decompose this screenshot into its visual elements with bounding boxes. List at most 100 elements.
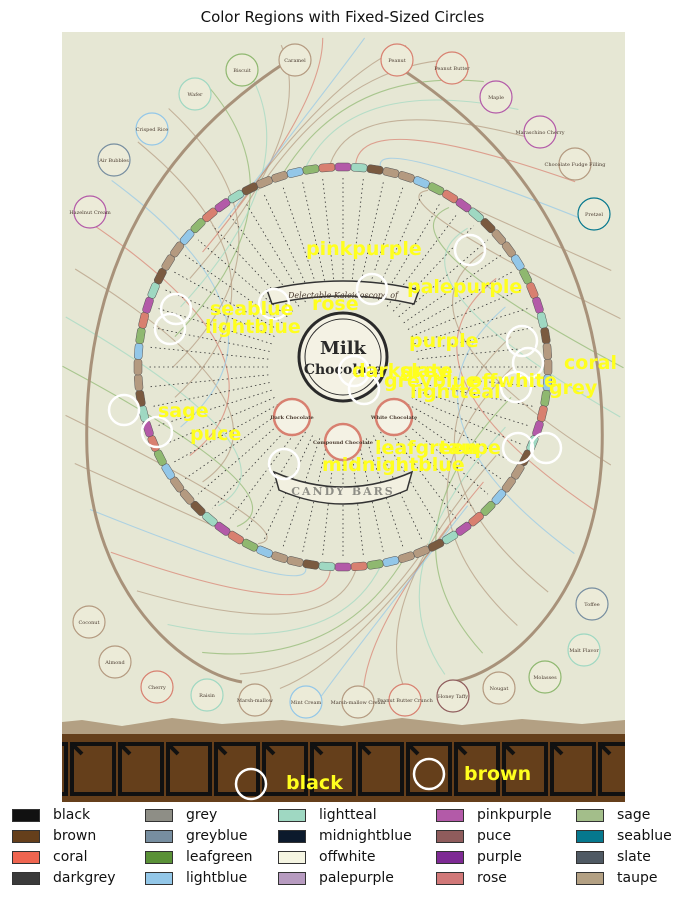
legend-label: slate bbox=[617, 849, 651, 865]
region-label-sage: sage bbox=[158, 400, 209, 422]
fixed-circle bbox=[412, 757, 446, 791]
legend-swatch bbox=[436, 871, 464, 885]
legend-item-palepurple: palepurple bbox=[278, 868, 394, 888]
chocolate-type-label: White Chocolate bbox=[370, 415, 417, 421]
legend-item-grey: grey bbox=[145, 805, 217, 825]
ingredient-label: Malt Flavor bbox=[569, 648, 599, 654]
ingredient-label: Coconut bbox=[78, 620, 99, 626]
ingredient-label: Nougat bbox=[490, 686, 509, 692]
legend-swatch bbox=[436, 850, 464, 864]
candy-bar-pill bbox=[526, 282, 539, 299]
ingredient-bubble bbox=[190, 678, 224, 712]
candy-bar-pill bbox=[133, 374, 144, 392]
ingredient-bubble bbox=[140, 670, 174, 704]
ingredient-label: Peanut Butter Crunch bbox=[377, 698, 433, 704]
legend-label: palepurple bbox=[319, 870, 394, 886]
fixed-circle bbox=[505, 324, 539, 358]
candy-bar-pill bbox=[382, 167, 400, 178]
candy-bar-pill bbox=[366, 559, 384, 570]
center-text-milk: Milk bbox=[320, 338, 367, 359]
legend-label: seablue bbox=[617, 828, 672, 844]
ingredient-label: Maple bbox=[488, 95, 504, 101]
candy-bar-pill bbox=[271, 171, 288, 183]
fixed-circle bbox=[257, 287, 291, 321]
chocolate-type-label: Dark Chocolate bbox=[270, 415, 313, 421]
fixed-circle bbox=[234, 767, 268, 801]
legend-label: coral bbox=[53, 849, 88, 865]
candy-bar-pill bbox=[413, 176, 430, 189]
ingredient-bubble bbox=[575, 587, 609, 621]
ingredient-bubble bbox=[135, 112, 169, 146]
fixed-circle bbox=[529, 431, 563, 465]
region-label-brown: brown bbox=[464, 763, 532, 785]
ingredient-label: Raisin bbox=[199, 693, 216, 699]
legend-swatch bbox=[278, 850, 306, 864]
candy-bar-pill bbox=[532, 296, 544, 314]
header-text: Delectable Kaleidoscope of bbox=[287, 291, 400, 300]
region-label-lightblue: lightblue bbox=[205, 316, 301, 338]
legend-label: lightblue bbox=[186, 870, 248, 886]
candy-bar-pill bbox=[350, 561, 368, 572]
chocolate-type-circle bbox=[374, 397, 414, 437]
candy-bar-ring bbox=[133, 162, 553, 572]
ingredient-bubble bbox=[567, 633, 601, 667]
fixed-circle bbox=[499, 370, 533, 404]
candy-bar-pill bbox=[256, 545, 273, 558]
legend-item-coral: coral bbox=[12, 847, 88, 867]
legend-swatch bbox=[145, 871, 173, 885]
fixed-circle bbox=[337, 354, 371, 388]
legend-label: purple bbox=[477, 849, 522, 865]
legend-label: darkgrey bbox=[53, 870, 116, 886]
legend-item-lightteal: lightteal bbox=[278, 805, 377, 825]
candy-bar-pill bbox=[302, 164, 320, 175]
legend-item-puce: puce bbox=[436, 826, 511, 846]
legend-swatch bbox=[576, 871, 604, 885]
legend-swatch bbox=[576, 808, 604, 822]
milk-chocolate-circle bbox=[297, 311, 389, 403]
ingredient-label: Biscuit bbox=[233, 68, 250, 74]
legend-label: greyblue bbox=[186, 828, 248, 844]
legend-item-offwhite: offwhite bbox=[278, 847, 376, 867]
header-ribbon bbox=[266, 280, 420, 305]
candy-bar-pill bbox=[133, 358, 143, 376]
figure-title: Color Regions with Fixed-Sized Circles bbox=[200, 8, 485, 26]
candy-bar-pill bbox=[398, 551, 415, 563]
candy-bar-pill bbox=[334, 562, 352, 572]
legend-item-rose: rose bbox=[436, 868, 507, 888]
fixed-circle bbox=[140, 415, 174, 449]
ingredient-bubble bbox=[238, 683, 272, 717]
region-label-puce: puce bbox=[190, 423, 242, 445]
candy-bar-pill bbox=[318, 162, 336, 173]
ingredient-label: Toffee bbox=[584, 602, 599, 608]
legend-swatch bbox=[12, 808, 40, 822]
legend-item-greyblue: greyblue bbox=[145, 826, 248, 846]
legend-label: pinkpurple bbox=[477, 807, 552, 823]
candy-bar-pill bbox=[318, 561, 336, 572]
chocolate-type-label: Compound Chocolate bbox=[313, 440, 373, 446]
legend-item-leafgreen: leafgreen bbox=[145, 847, 252, 867]
legend-label: taupe bbox=[617, 870, 658, 886]
candy-bar-pill bbox=[540, 327, 551, 345]
fixed-circle bbox=[355, 272, 389, 306]
region-label-purple: purple bbox=[409, 330, 479, 352]
legend-item-black: black bbox=[12, 805, 90, 825]
ingredient-bubble bbox=[523, 115, 557, 149]
fixed-circle bbox=[159, 292, 193, 326]
ingredient-label: Caramel bbox=[284, 58, 306, 64]
legend-label: brown bbox=[53, 828, 97, 844]
ingredient-bubble bbox=[388, 683, 422, 717]
region-label-rose: rose bbox=[312, 293, 359, 315]
region-label-greyblue: greyblue bbox=[384, 370, 479, 392]
legend-item-slate: slate bbox=[576, 847, 651, 867]
ingredient-label: Honey Taffy bbox=[438, 694, 468, 700]
ingredient-label: Crisped Rice bbox=[136, 127, 168, 133]
ingredient-label: Mint Cream bbox=[291, 700, 322, 706]
legend-label: puce bbox=[477, 828, 512, 844]
ingredient-bubble bbox=[558, 147, 592, 181]
candy-bar-pill bbox=[382, 556, 400, 567]
legend-swatch bbox=[145, 850, 173, 864]
legend-item-darkgrey: darkgrey bbox=[12, 868, 116, 888]
ingredient-bubble bbox=[178, 77, 212, 111]
region-label-darkgrey: darkgrey bbox=[352, 360, 449, 382]
legend-label: sage bbox=[617, 807, 651, 823]
